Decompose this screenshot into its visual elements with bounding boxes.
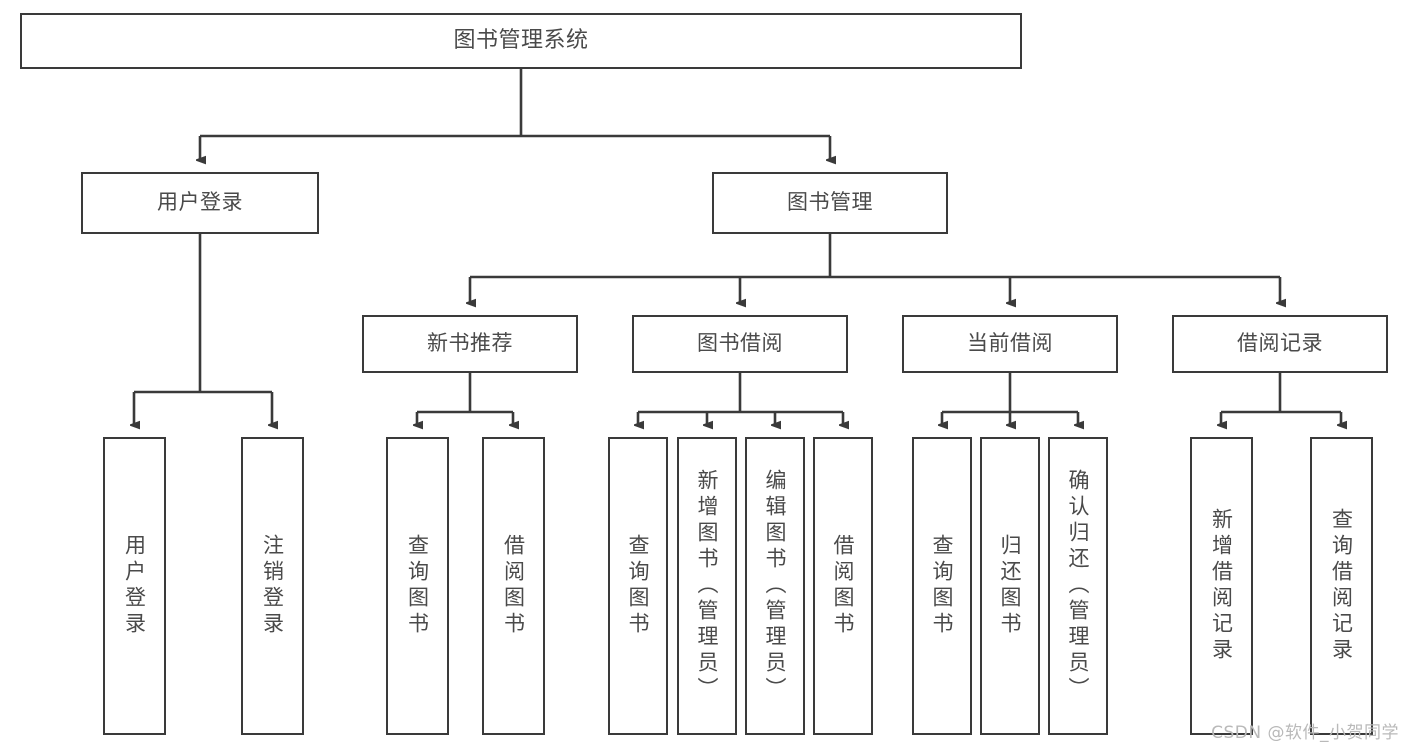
node-new-book-recommend[interactable]: 新书推荐: [362, 315, 578, 373]
node-current-borrow[interactable]: 当前借阅: [902, 315, 1118, 373]
node-label: 借阅图书: [831, 534, 856, 638]
node-label: 用户登录: [157, 190, 243, 215]
node-label: 查询图书: [930, 534, 955, 638]
node-label: 查询借阅记录: [1329, 508, 1354, 664]
node-book-borrow[interactable]: 图书借阅: [632, 315, 848, 373]
leaf-user-login[interactable]: 用户登录: [103, 437, 166, 735]
leaf-return-book[interactable]: 归还图书: [980, 437, 1040, 735]
node-label: 图书借阅: [697, 331, 783, 356]
leaf-borrow-book-recommend[interactable]: 借阅图书: [482, 437, 545, 735]
leaf-query-borrow-record[interactable]: 查询借阅记录: [1310, 437, 1373, 735]
node-label: 查询图书: [405, 534, 430, 638]
node-label: 新增借阅记录: [1209, 508, 1234, 664]
node-book-management[interactable]: 图书管理: [712, 172, 948, 234]
node-label: 图书管理: [787, 190, 873, 215]
node-label: 确认归还（管理员）: [1066, 469, 1091, 703]
leaf-edit-book-admin[interactable]: 编辑图书（管理员）: [745, 437, 805, 735]
leaf-query-book-recommend[interactable]: 查询图书: [386, 437, 449, 735]
leaf-query-book-borrow[interactable]: 查询图书: [608, 437, 668, 735]
node-label: 当前借阅: [967, 331, 1053, 356]
node-root[interactable]: 图书管理系统: [20, 13, 1022, 69]
leaf-add-book-admin[interactable]: 新增图书（管理员）: [677, 437, 737, 735]
leaf-logout[interactable]: 注销登录: [241, 437, 304, 735]
leaf-borrow-book[interactable]: 借阅图书: [813, 437, 873, 735]
node-label: 编辑图书（管理员）: [763, 469, 788, 703]
node-label: 归还图书: [998, 534, 1023, 638]
watermark: CSDN @软件_小贺同学: [1211, 723, 1399, 743]
node-label: 借阅记录: [1237, 331, 1323, 356]
node-borrow-record[interactable]: 借阅记录: [1172, 315, 1388, 373]
leaf-query-book-current[interactable]: 查询图书: [912, 437, 972, 735]
leaf-confirm-return-admin[interactable]: 确认归还（管理员）: [1048, 437, 1108, 735]
node-label: 图书管理系统: [453, 27, 589, 53]
node-label: 用户登录: [122, 534, 147, 638]
leaf-add-borrow-record[interactable]: 新增借阅记录: [1190, 437, 1253, 735]
node-label: 查询图书: [626, 534, 651, 638]
node-label: 注销登录: [260, 534, 285, 638]
node-label: 借阅图书: [501, 534, 526, 638]
node-label: 新增图书（管理员）: [695, 469, 720, 703]
node-user-login[interactable]: 用户登录: [81, 172, 319, 234]
node-label: 新书推荐: [427, 331, 513, 356]
